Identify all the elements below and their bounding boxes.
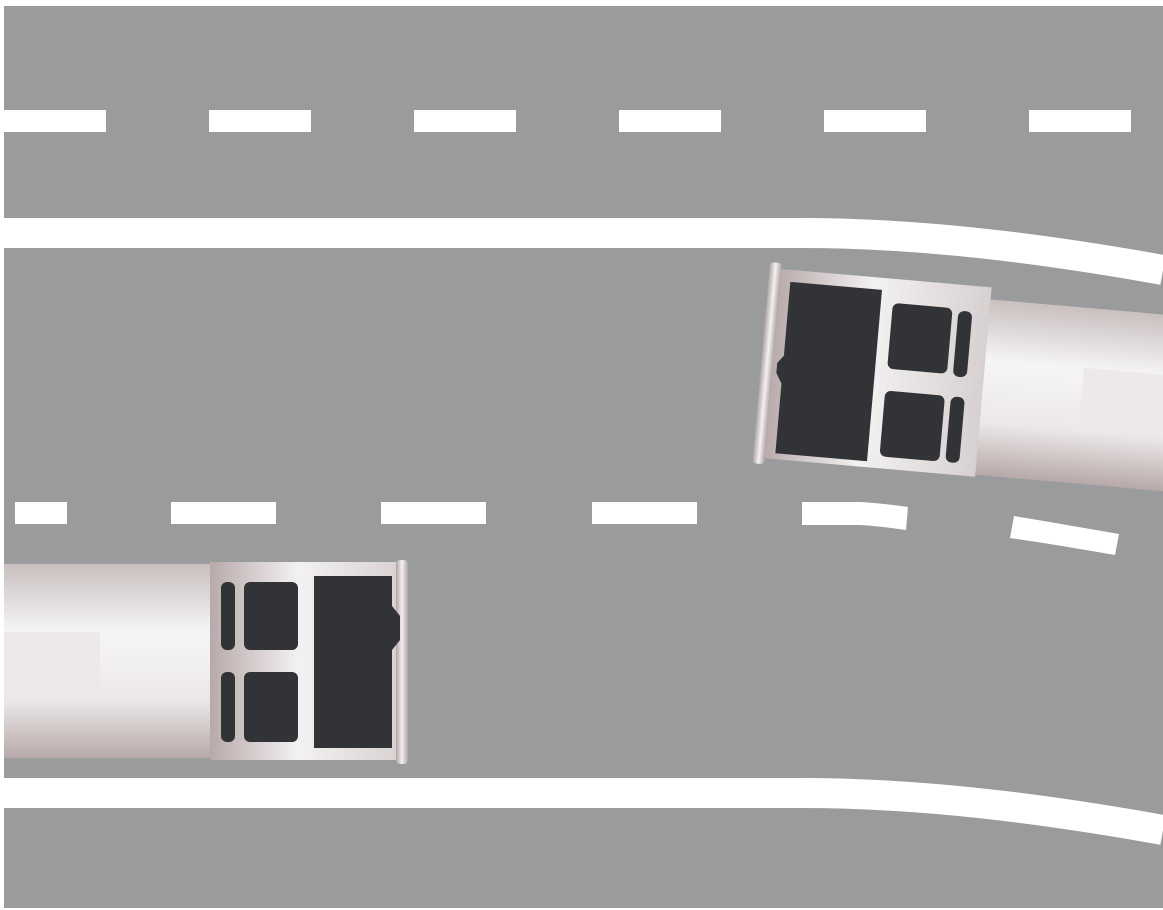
side-window xyxy=(879,391,945,462)
dash xyxy=(414,110,516,132)
rear-slot xyxy=(221,582,235,650)
dash xyxy=(619,110,721,132)
dash xyxy=(15,502,67,524)
windshield xyxy=(314,576,400,748)
dash xyxy=(592,502,697,524)
side-window xyxy=(887,303,953,374)
trailer-panel xyxy=(1079,368,1163,436)
dash xyxy=(381,502,486,524)
dash xyxy=(209,110,311,132)
rear-slot xyxy=(221,672,235,742)
front-bumper xyxy=(396,560,408,764)
dash xyxy=(4,110,106,132)
side-window xyxy=(244,582,298,650)
dash xyxy=(171,502,276,524)
dash xyxy=(824,110,926,132)
side-window xyxy=(244,672,298,742)
trailer-panel xyxy=(4,632,100,690)
dash xyxy=(1029,110,1131,132)
truck-lower-left xyxy=(4,560,408,764)
